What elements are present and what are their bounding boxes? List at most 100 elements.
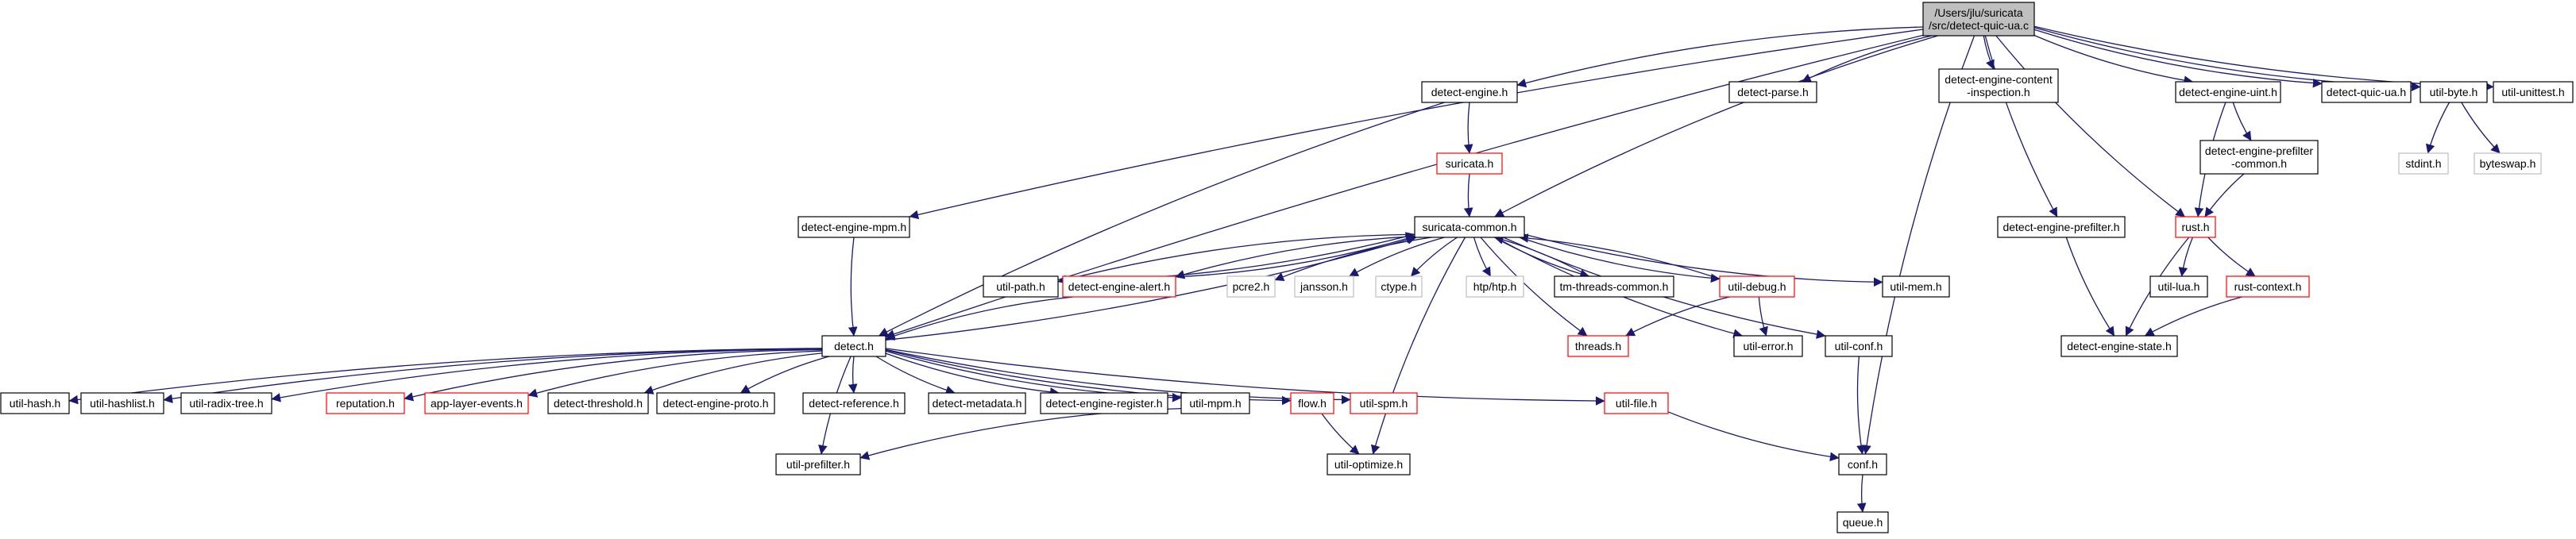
edge-tm-threads-common-h-to-suricata-common-h xyxy=(1493,235,1589,277)
node-suricata-h[interactable]: suricata.h xyxy=(1436,152,1503,175)
node-suricata-common-h[interactable]: suricata-common.h xyxy=(1414,216,1525,238)
node-box xyxy=(656,392,775,414)
node-label: detect-engine-mpm.h xyxy=(801,221,906,233)
edge-suricata-h-to-suricata-common-h xyxy=(1463,173,1473,218)
node-jansson-h[interactable]: jansson.h xyxy=(1294,275,1354,298)
node-box xyxy=(1294,275,1354,298)
node-util-hashlist-h[interactable]: util-hashlist.h xyxy=(80,392,164,414)
node-reputation-h[interactable]: reputation.h xyxy=(326,392,405,414)
node-util-mem-h[interactable]: util-mem.h xyxy=(1882,275,1950,298)
edge-root-to-rust-h xyxy=(1995,35,2185,218)
node-box xyxy=(2199,140,2319,175)
node-label: detect-engine-state.h xyxy=(2067,340,2172,352)
node-box xyxy=(1733,335,1803,357)
node-box xyxy=(1922,2,2035,37)
node-util-path-h[interactable]: util-path.h xyxy=(983,275,1059,298)
node-pcre2-h[interactable]: pcre2.h xyxy=(1226,275,1276,298)
edge-root-to-detect-engine-content-inspection-h xyxy=(1983,35,1995,70)
node-root: /Users/jlu/suricata/src/detect-quic-ua.c xyxy=(1922,2,2035,37)
node-byteswap-h[interactable]: byteswap.h xyxy=(2474,152,2542,175)
node-util-byte-h[interactable]: util-byte.h xyxy=(2420,81,2488,103)
node-util-file-h[interactable]: util-file.h xyxy=(1604,392,1669,414)
node-detect-parse-h[interactable]: detect-parse.h xyxy=(1728,81,1817,103)
node-flow-h[interactable]: flow.h xyxy=(1290,392,1334,414)
node-util-error-h[interactable]: util-error.h xyxy=(1733,335,1803,357)
node-util-hash-h[interactable]: util-hash.h xyxy=(0,392,70,414)
edge-detect-h-to-detect-engine-register-h xyxy=(885,352,1060,397)
node-box xyxy=(2321,81,2412,103)
node-detect-engine-proto-h[interactable]: detect-engine-proto.h xyxy=(656,392,775,414)
node-box xyxy=(1327,453,1411,475)
node-util-radix-tree-h[interactable]: util-radix-tree.h xyxy=(180,392,272,414)
node-ctype-h[interactable]: ctype.h xyxy=(1375,275,1423,298)
node-detect-h[interactable]: detect.h xyxy=(821,335,886,357)
node-label: suricata-common.h xyxy=(1422,221,1516,233)
node-label: -common.h xyxy=(2231,157,2287,170)
edge-suricata-common-h-to-ctype-h xyxy=(1410,237,1458,277)
node-detect-engine-h[interactable]: detect-engine.h xyxy=(1421,81,1518,103)
edge-detect-h-to-util-spm-h xyxy=(885,348,1351,405)
node-box xyxy=(983,275,1059,298)
node-detect-threshold-h[interactable]: detect-threshold.h xyxy=(547,392,649,414)
node-util-lua-h[interactable]: util-lua.h xyxy=(2149,275,2208,298)
node-box xyxy=(0,392,70,414)
node-util-prefilter-h[interactable]: util-prefilter.h xyxy=(775,453,861,475)
node-detect-reference-h[interactable]: detect-reference.h xyxy=(802,392,906,414)
node-util-unittest-h[interactable]: util-unittest.h xyxy=(2493,81,2574,103)
node-box xyxy=(1825,335,1893,357)
node-label: detect-threshold.h xyxy=(554,397,643,410)
edge-root-to-suricata-common-h xyxy=(1494,35,1938,218)
node-app-layer-events-h[interactable]: app-layer-events.h xyxy=(424,392,529,414)
node-util-conf-h[interactable]: util-conf.h xyxy=(1825,335,1893,357)
node-label: detect-engine-uint.h xyxy=(2179,86,2277,98)
node-detect-engine-register-h[interactable]: detect-engine-register.h xyxy=(1040,392,1168,414)
node-detect-engine-alert-h[interactable]: detect-engine-alert.h xyxy=(1062,275,1176,298)
edge-detect-engine-alert-h-to-detect-h xyxy=(885,296,1074,341)
node-box xyxy=(547,392,649,414)
node-util-debug-h[interactable]: util-debug.h xyxy=(1719,275,1795,298)
node-detect-engine-content-inspection-h[interactable]: detect-engine-content-inspection.h xyxy=(1938,68,2059,103)
node-box xyxy=(1414,216,1525,238)
node-label: util-file.h xyxy=(1616,397,1657,410)
node-rust-h[interactable]: rust.h xyxy=(2175,216,2216,238)
node-label: util-error.h xyxy=(1743,340,1793,352)
node-label: detect-engine-prefilter.h xyxy=(2002,221,2119,233)
node-util-mpm-h[interactable]: util-mpm.h xyxy=(1180,392,1250,414)
node-detect-engine-uint-h[interactable]: detect-engine-uint.h xyxy=(2175,81,2281,103)
edge-detect-h-to-detect-engine-proto-h xyxy=(740,356,829,394)
node-box xyxy=(1290,392,1334,414)
edge-detect-h-to-detect-reference-h xyxy=(848,356,858,394)
node-util-optimize-h[interactable]: util-optimize.h xyxy=(1327,453,1411,475)
node-detect-metadata-h[interactable]: detect-metadata.h xyxy=(928,392,1026,414)
node-box xyxy=(1040,392,1168,414)
node-box xyxy=(2149,275,2208,298)
edge-detect-h-to-app-layer-events-h xyxy=(527,350,823,398)
edge-root-to-detect-engine-h xyxy=(1516,26,1924,88)
node-detect-quic-ua-h[interactable]: detect-quic-ua.h xyxy=(2321,81,2412,103)
node-stdint-h[interactable]: stdint.h xyxy=(2398,152,2449,175)
edge-suricata-common-h-to-threads-h xyxy=(1480,237,1588,337)
node-queue-h[interactable]: queue.h xyxy=(1836,511,1889,533)
node-detect-engine-mpm-h[interactable]: detect-engine-mpm.h xyxy=(798,216,910,238)
edge-detect-h-to-util-hashlist-h xyxy=(163,348,823,404)
edge-root-to-detect-quic-ua-h xyxy=(2033,29,2323,88)
node-rust-context-h[interactable]: rust-context.h xyxy=(2226,275,2310,298)
node-label: reputation.h xyxy=(336,397,395,410)
node-tm-threads-common-h[interactable]: tm-threads-common.h xyxy=(1554,275,1674,298)
node-detect-engine-prefilter-h[interactable]: detect-engine-prefilter.h xyxy=(1997,216,2126,238)
node-util-spm-h[interactable]: util-spm.h xyxy=(1350,392,1418,414)
node-box xyxy=(2474,152,2542,175)
node-label: rust.h xyxy=(2181,221,2209,233)
node-label: util-debug.h xyxy=(1728,280,1786,293)
node-detect-engine-state-h[interactable]: detect-engine-state.h xyxy=(2060,335,2178,357)
node-conf-h[interactable]: conf.h xyxy=(1838,453,1887,475)
node-htp-htp-h[interactable]: htp/htp.h xyxy=(1466,275,1524,298)
edge-suricata-common-h-to-util-path-h xyxy=(1057,233,1415,284)
node-threads-h[interactable]: threads.h xyxy=(1567,335,1629,357)
node-detect-engine-prefilter-common-h[interactable]: detect-engine-prefilter-common.h xyxy=(2199,140,2319,175)
node-box xyxy=(775,453,861,475)
edge-detect-engine-prefilter-common-h-to-rust-h xyxy=(2204,173,2245,218)
edge-util-file-h-to-conf-h xyxy=(1667,411,1840,462)
edge-detect-h-to-util-file-h xyxy=(885,348,1605,406)
edge-detect-engine-mpm-h-to-detect-h xyxy=(848,237,858,337)
